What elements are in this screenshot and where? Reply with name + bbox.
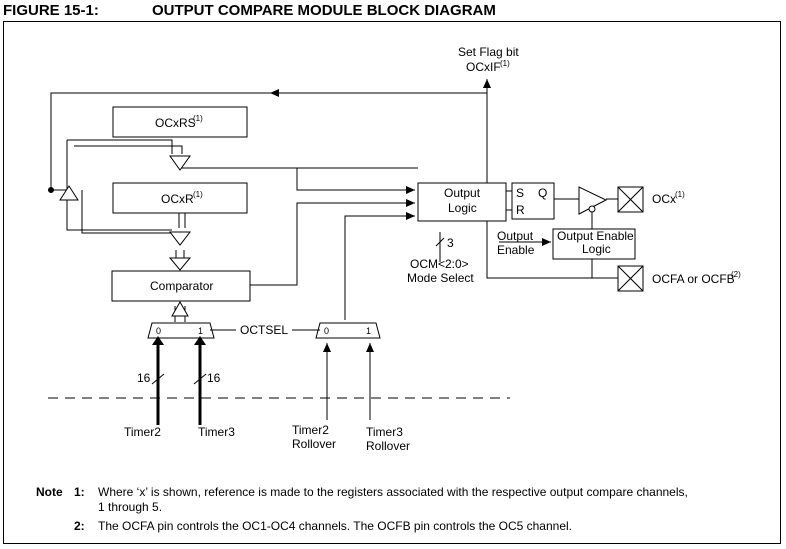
oe-logic-line1: Output Enable bbox=[557, 229, 634, 243]
output-enable-line2: Enable bbox=[497, 243, 535, 257]
sr-r-label: R bbox=[516, 203, 525, 217]
block-ocxr: OCxR (1) bbox=[112, 182, 248, 214]
block-ocxrs: OCxRS (1) bbox=[112, 106, 248, 138]
ocm-line1: OCM<2:0> bbox=[410, 257, 469, 271]
tristate-buffer bbox=[578, 186, 608, 215]
bus-width-timer3: 16 bbox=[207, 371, 221, 385]
timer-buses bbox=[151, 336, 207, 425]
bus-width-timer2: 16 bbox=[137, 371, 151, 385]
wires bbox=[48, 79, 618, 322]
rollover-lines bbox=[323, 343, 374, 420]
mux2-label-1: 1 bbox=[366, 326, 371, 336]
note-2-line1: The OCFA pin controls the OC1-OC4 channe… bbox=[98, 519, 573, 533]
figure-label: FIGURE 15-1: bbox=[3, 2, 99, 19]
output-logic-line2: Logic bbox=[448, 201, 477, 215]
output-logic-line1: Output bbox=[444, 186, 481, 200]
set-flag-line2: OCxIF bbox=[466, 60, 501, 74]
mux2-label-0: 0 bbox=[324, 326, 329, 336]
ocxr-superscript: (1) bbox=[193, 190, 203, 199]
sr-s-label: S bbox=[516, 186, 524, 200]
ocxrs-label: OCxRS bbox=[155, 116, 196, 130]
timer2-rollover-line1: Timer2 bbox=[292, 423, 329, 437]
timer3-rollover-line2: Rollover bbox=[366, 439, 410, 453]
ocxr-label: OCxR bbox=[161, 192, 194, 206]
timer2-label: Timer2 bbox=[124, 425, 161, 439]
pin-ocx: OCx (1) bbox=[617, 186, 685, 213]
note-heading: Note bbox=[36, 485, 63, 499]
block-comparator: Comparator bbox=[111, 270, 251, 302]
octsel-label: OCTSEL bbox=[240, 323, 288, 337]
text-labels: Set Flag bit OCxIF (1) Output Enable 3 O… bbox=[124, 45, 535, 453]
ocfa-label: OCFA or OCFB bbox=[652, 272, 735, 286]
pin-ocfa-ocfb: OCFA or OCFB (2) bbox=[617, 265, 741, 292]
mux1-label-0: 0 bbox=[156, 326, 161, 336]
ocm-width: 3 bbox=[447, 236, 454, 250]
set-flag-line1: Set Flag bit bbox=[458, 45, 519, 59]
mux1-label-1: 1 bbox=[198, 326, 203, 336]
oe-logic-line2: Logic bbox=[582, 242, 611, 256]
ocfa-superscript: (2) bbox=[731, 270, 741, 279]
note-1-line2: 1 through 5. bbox=[98, 500, 163, 514]
timer3-rollover-line1: Timer3 bbox=[366, 425, 403, 439]
set-flag-superscript: (1) bbox=[500, 59, 510, 68]
note-1-number: 1: bbox=[74, 485, 85, 499]
ocm-line2: Mode Select bbox=[407, 271, 474, 285]
timer2-rollover-line2: Rollover bbox=[292, 437, 336, 451]
hollow-arrows bbox=[59, 155, 192, 317]
mux-rollover-select: 0 1 bbox=[315, 322, 381, 339]
sr-q-label: Q bbox=[538, 186, 547, 200]
comparator-label: Comparator bbox=[150, 279, 213, 293]
diagram-frame bbox=[3, 21, 781, 544]
note-1-line1: Where ‘x’ is shown, reference is made to… bbox=[98, 485, 688, 499]
ocx-superscript: (1) bbox=[675, 190, 685, 199]
block-output-logic: Output Logic bbox=[417, 182, 507, 222]
note-2-number: 2: bbox=[74, 519, 85, 533]
ocx-label: OCx bbox=[652, 192, 676, 206]
mux-timer-select: 0 1 bbox=[147, 322, 215, 339]
block-output-enable-logic: Output Enable Logic bbox=[552, 228, 636, 260]
figure-title: OUTPUT COMPARE MODULE BLOCK DIAGRAM bbox=[152, 2, 496, 19]
block-sr-latch: S Q R bbox=[511, 182, 555, 220]
ocxrs-superscript: (1) bbox=[193, 114, 203, 123]
timer3-label: Timer3 bbox=[198, 425, 235, 439]
output-enable-line1: Output bbox=[497, 229, 534, 243]
